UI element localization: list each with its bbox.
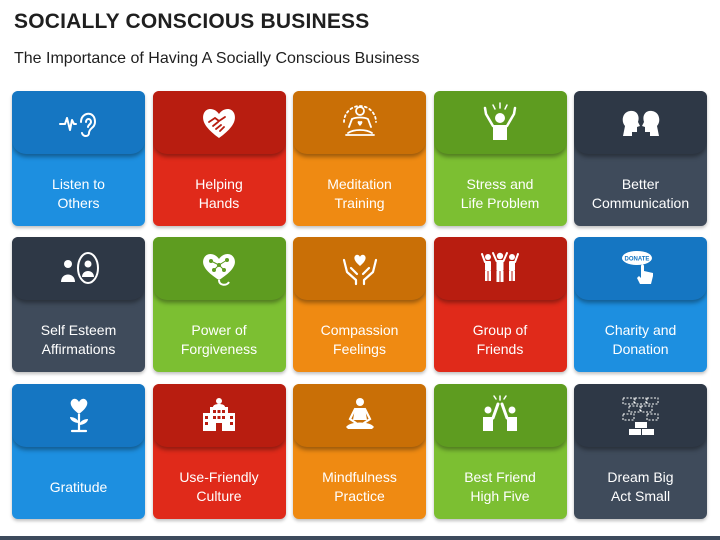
high-five-icon bbox=[478, 393, 522, 437]
card-label-line2: Act Small bbox=[610, 488, 671, 504]
card-header bbox=[12, 237, 145, 300]
card-label-line2: Communication bbox=[591, 195, 690, 211]
card-header bbox=[152, 91, 286, 154]
card-label-line2: Affirmations bbox=[41, 341, 116, 357]
card-label-line2: Friends bbox=[476, 341, 524, 357]
card-label-line1: Compassion bbox=[320, 322, 399, 338]
group-people-icon bbox=[478, 246, 522, 290]
card-header bbox=[574, 91, 707, 154]
page-title: SOCIALLY CONSCIOUS BUSINESS bbox=[14, 10, 370, 33]
hands-heart-icon bbox=[338, 246, 382, 290]
brick-blocks-icon bbox=[619, 393, 663, 437]
card-label-line2: Hands bbox=[198, 195, 240, 211]
building-icon bbox=[197, 393, 241, 437]
card-listen: Listen to Others bbox=[12, 91, 145, 226]
card-header bbox=[433, 384, 567, 447]
card-label-line2: Training bbox=[334, 195, 385, 211]
card-forgiveness: Power of Forgiveness bbox=[152, 237, 286, 372]
card-label-line1: Dream Big bbox=[607, 469, 674, 485]
card-label-line1: Charity and bbox=[604, 322, 677, 338]
card-label-line1: Power of bbox=[191, 322, 247, 338]
card-label-line1: Mindfulness bbox=[322, 469, 397, 485]
card-label-line1: Group of bbox=[472, 322, 528, 338]
page-subtitle: The Importance of Having A Socially Cons… bbox=[14, 50, 420, 67]
donate-button-icon: DONATE bbox=[619, 246, 663, 290]
heart-plant-icon bbox=[57, 393, 101, 437]
donate-text: DONATE bbox=[624, 257, 649, 263]
bottom-bar bbox=[0, 536, 720, 540]
card-label-line1: Listen to bbox=[52, 176, 105, 192]
card-label-line2: Feelings bbox=[333, 341, 386, 357]
card-label-line2: Others bbox=[57, 195, 100, 211]
card-label-line2: Practice bbox=[334, 488, 385, 504]
two-heads-icon bbox=[619, 100, 663, 144]
card-header: DONATE bbox=[574, 237, 707, 300]
card-label-line1: Stress and bbox=[466, 176, 534, 192]
card-label-line1: Meditation bbox=[327, 176, 392, 192]
ear-icon bbox=[57, 100, 101, 144]
card-label-line1: Best Friend bbox=[464, 469, 536, 485]
card-label-line1: Self Esteem bbox=[40, 322, 117, 338]
meditation-icon bbox=[338, 100, 382, 144]
card-label-line2: Forgiveness bbox=[180, 341, 258, 357]
meditation-pose-icon bbox=[338, 393, 382, 437]
card-gratitude: Gratitude bbox=[12, 384, 145, 519]
card-label-line2: Life Problem bbox=[460, 195, 540, 211]
card-label-line1: Use-Friendly bbox=[179, 469, 259, 485]
card-header bbox=[152, 237, 286, 300]
heart-network-icon bbox=[197, 246, 241, 290]
card-header bbox=[293, 91, 426, 154]
card-label-line2: Donation bbox=[612, 341, 669, 357]
mirror-person-icon bbox=[57, 246, 101, 290]
card-header bbox=[152, 384, 286, 447]
card-header bbox=[12, 91, 145, 154]
card-group: Group of Friends bbox=[433, 237, 567, 372]
card-header bbox=[293, 237, 426, 300]
card-label-line1: Gratitude bbox=[49, 479, 108, 495]
stressed-person-icon bbox=[478, 100, 522, 144]
card-header bbox=[12, 384, 145, 447]
heart-handshake-icon bbox=[197, 100, 241, 144]
card-label-line2: High Five bbox=[470, 488, 530, 504]
card-label-line1: Helping bbox=[195, 176, 243, 192]
card-header bbox=[293, 384, 426, 447]
card-header bbox=[574, 384, 707, 447]
card-header bbox=[433, 91, 567, 154]
card-label-line2: Culture bbox=[196, 488, 242, 504]
card-label-line1: Better bbox=[621, 176, 660, 192]
card-header bbox=[433, 237, 567, 300]
